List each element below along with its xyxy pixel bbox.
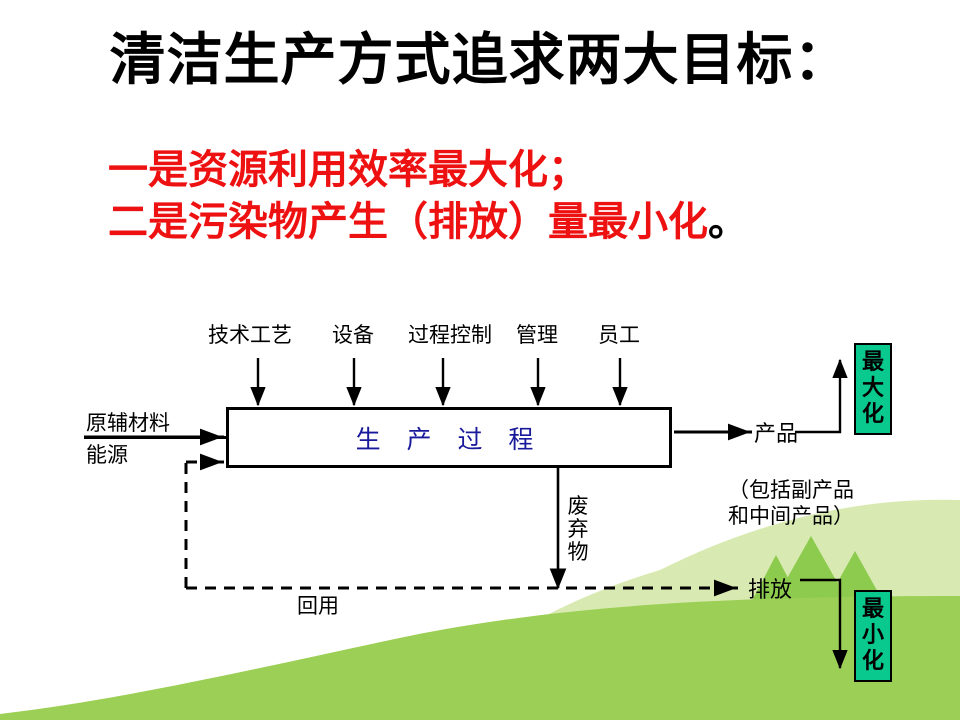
input-label-process-control: 过程控制 (408, 323, 492, 347)
input-label-energy: 能源 (86, 443, 128, 467)
input-label-raw-materials: 原辅材料 (86, 411, 170, 435)
slide-title: 清洁生产方式追求两大目标： (109, 27, 851, 93)
input-label-equipment: 设备 (332, 323, 374, 347)
goal-line-2-period: 。 (708, 198, 748, 245)
top-input-arrows (250, 358, 628, 407)
emission-label: 排放 (748, 578, 793, 603)
goal-line-1: 一是资源利用效率最大化； (108, 146, 588, 193)
maximize-connector (795, 358, 848, 434)
waste-label: 废弃物 (567, 494, 589, 564)
product-note-line-2: 和中间产品） (728, 504, 854, 528)
recycle-label: 回用 (297, 594, 339, 618)
input-label-management: 管理 (516, 323, 558, 347)
product-note-line-1: （包括副产品 (728, 478, 854, 502)
recycle-dashed-path (184, 460, 730, 590)
goal-box-minimize: 最小化 (854, 590, 892, 682)
product-label: 产品 (754, 422, 799, 447)
goal-line-2: 二是污染物产生（排放）量最小化。 (108, 199, 748, 245)
input-label-staff: 员工 (598, 323, 640, 347)
process-box-label: 生 产 过 程 (355, 425, 543, 454)
minimize-connector (800, 578, 848, 670)
input-label-technology: 技术工艺 (208, 323, 292, 347)
goal-line-2-text: 二是污染物产生（排放）量最小化 (108, 198, 708, 245)
process-box (226, 407, 672, 468)
goal-box-maximize: 最大化 (854, 343, 892, 435)
